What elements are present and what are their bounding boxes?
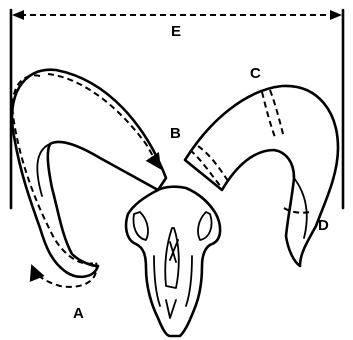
width-arrowhead-left xyxy=(12,10,24,20)
circumference-path-b2 xyxy=(198,146,230,184)
label-c: C xyxy=(250,65,261,82)
nasal-bone-detail xyxy=(170,240,178,262)
label-a: A xyxy=(73,305,84,322)
label-e: E xyxy=(171,23,181,40)
width-arrowhead-right xyxy=(330,10,342,20)
skull-outline xyxy=(126,187,220,336)
left-face-line xyxy=(154,256,160,306)
skull xyxy=(126,187,220,336)
circumference-path-c1 xyxy=(262,92,276,140)
right-face-line xyxy=(186,256,192,306)
label-b: B xyxy=(170,125,181,142)
right-eye-socket xyxy=(198,212,212,240)
horn-length-path-b xyxy=(48,74,160,168)
left-horn-outline xyxy=(12,70,166,277)
left-eye-socket xyxy=(134,212,149,240)
left-horn xyxy=(12,70,166,277)
measurement-paths xyxy=(13,74,310,287)
right-horn xyxy=(185,86,338,266)
label-d: D xyxy=(318,217,329,234)
right-horn-inner-ridge xyxy=(294,178,307,238)
muzzle-tip xyxy=(166,300,176,318)
nasal-bone xyxy=(165,228,179,288)
right-horn-outline xyxy=(185,86,338,266)
